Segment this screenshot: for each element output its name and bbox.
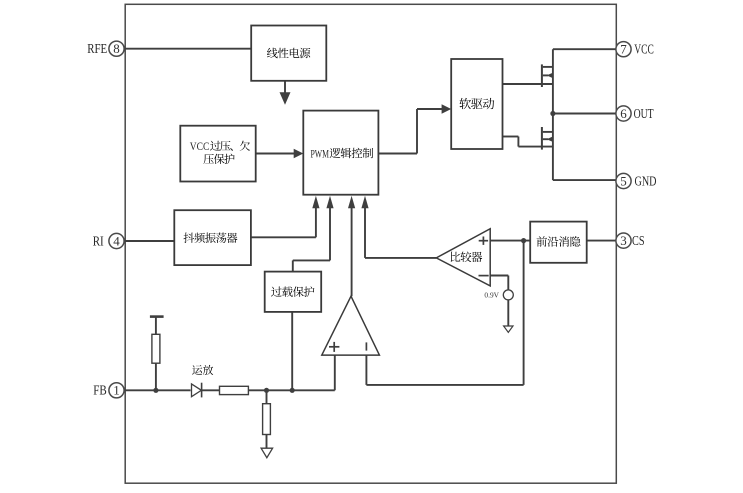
svg-text:3: 3 [620, 233, 627, 248]
svg-text:RI: RI [93, 235, 104, 250]
svg-text:VCC: VCC [634, 43, 654, 58]
svg-text:OUT: OUT [634, 107, 654, 122]
svg-text:GND: GND [635, 175, 657, 190]
svg-text:5: 5 [620, 173, 627, 188]
svg-text:VCC: VCC [190, 141, 210, 153]
svg-text:FB: FB [93, 383, 107, 398]
svg-text:RFE: RFE [87, 42, 107, 57]
svg-text:6: 6 [620, 106, 627, 121]
svg-text:7: 7 [620, 42, 627, 57]
svg-text:PWM: PWM [311, 148, 330, 160]
svg-text:1: 1 [113, 383, 120, 398]
svg-text:CS: CS [632, 234, 645, 249]
svg-text:8: 8 [113, 41, 120, 56]
svg-text:0.9V: 0.9V [484, 291, 499, 300]
svg-text:4: 4 [113, 233, 120, 248]
